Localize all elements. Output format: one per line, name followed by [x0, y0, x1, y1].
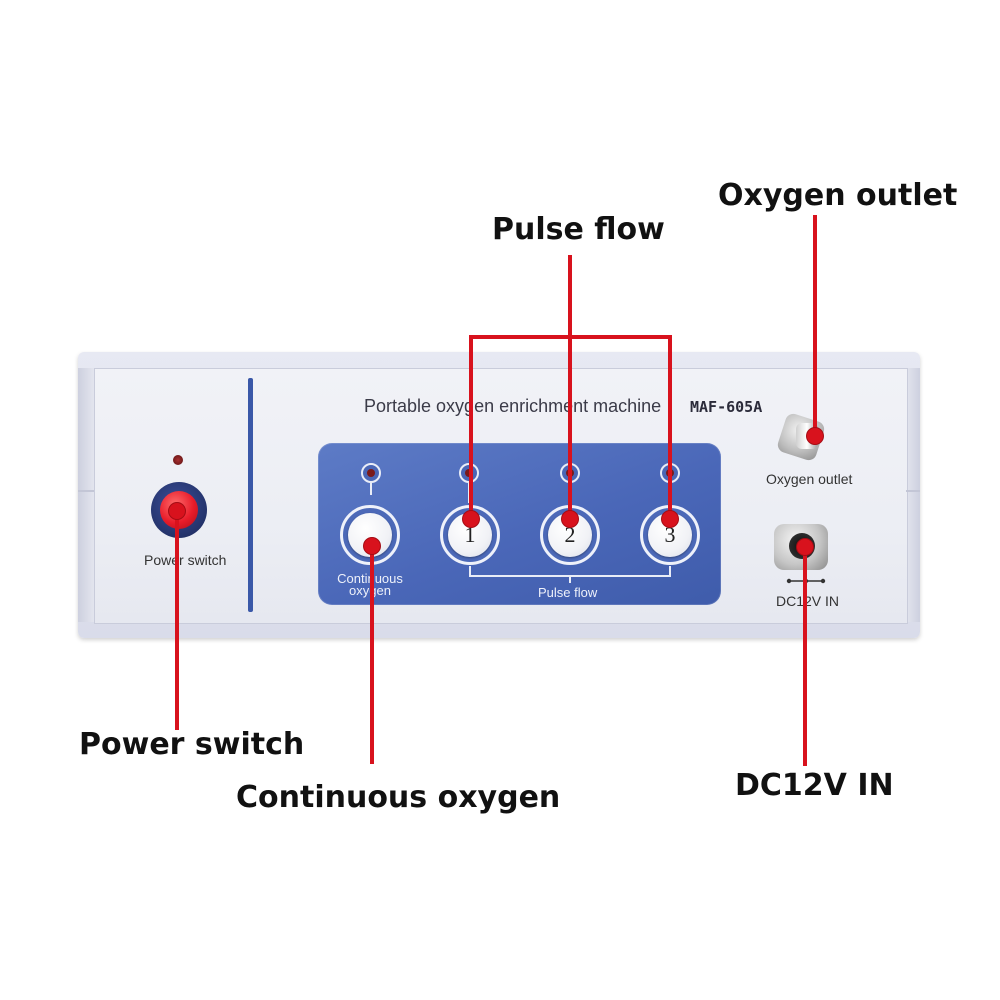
- housing-seam-left: [78, 490, 94, 492]
- housing-seam-right: [906, 490, 920, 492]
- callout-continuous-oxygen: Continuous oxygen: [236, 780, 561, 815]
- callout-pulse-flow-left: [469, 335, 473, 517]
- pulse-key-2[interactable]: 2: [540, 505, 600, 565]
- continuous-led: [361, 463, 381, 483]
- callout-continuous-stem: [370, 546, 374, 764]
- callout-pulse-flow-stem: [568, 255, 572, 517]
- callout-dot-oxygen-outlet: [806, 427, 824, 445]
- power-indicator-led: [173, 455, 183, 465]
- callout-power-switch-stem: [175, 512, 179, 730]
- callout-dot-pulse-2: [561, 510, 579, 528]
- continuous-stem: [370, 483, 372, 495]
- callout-oxygen-outlet: Oxygen outlet: [718, 178, 958, 213]
- power-switch-label: Power switch: [144, 552, 227, 568]
- pulse-bracket-center: [569, 575, 571, 583]
- device-title: Portable oxygen enrichment machine: [364, 396, 662, 416]
- callout-oxygen-outlet-stem: [813, 215, 817, 435]
- callout-pulse-flow-bar: [469, 335, 672, 339]
- callout-dot-continuous: [363, 537, 381, 555]
- callout-pulse-flow: Pulse flow: [492, 212, 665, 247]
- callout-dot-dc: [796, 538, 814, 556]
- device-left-bevel: [78, 368, 94, 622]
- callout-power-switch: Power switch: [79, 727, 305, 762]
- callout-dot-pulse-3: [661, 510, 679, 528]
- callout-dc-in: DC12V IN: [735, 768, 894, 803]
- device-right-bevel: [906, 368, 920, 622]
- callout-pulse-flow-right: [668, 335, 672, 517]
- callout-dot-pulse-1: [462, 510, 480, 528]
- pulse-bracket-left: [469, 566, 471, 576]
- pulse-flow-panel-label: Pulse flow: [538, 585, 598, 600]
- dc-input-label: DC12V IN: [776, 593, 840, 609]
- callout-dot-power-switch: [168, 502, 186, 520]
- model-number: MAF-605A: [690, 398, 763, 416]
- panel-divider: [248, 378, 253, 612]
- oxygen-outlet-label: Oxygen outlet: [766, 471, 853, 487]
- pulse-bracket-right: [669, 566, 671, 576]
- callout-dc-stem: [803, 548, 807, 766]
